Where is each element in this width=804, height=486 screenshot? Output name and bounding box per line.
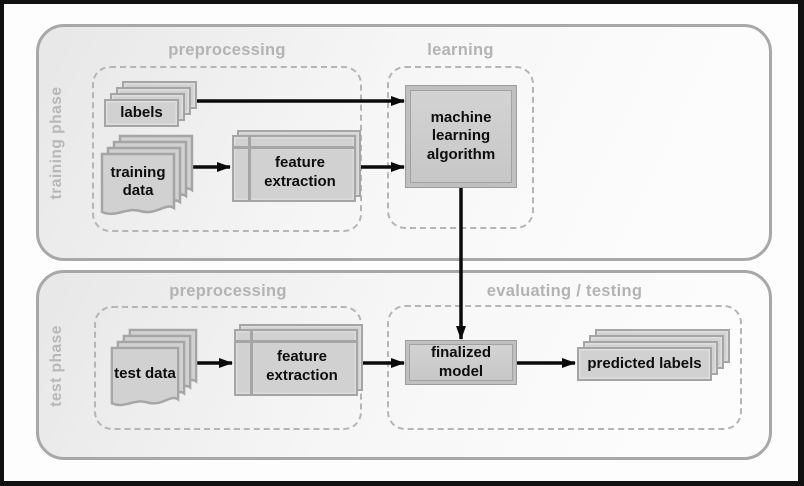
training-data-node-label: training data	[110, 163, 166, 199]
document-icon	[100, 152, 176, 218]
feature-extraction-training-node: feature extraction	[232, 130, 361, 202]
feature-extraction-training-label: feature extraction	[264, 154, 336, 190]
table-icon: feature extraction	[232, 135, 356, 202]
table-header-column	[250, 331, 253, 394]
evaluating-testing-group-label: evaluating / testing	[486, 282, 643, 300]
preprocessing-group-training	[92, 66, 362, 232]
feature-extraction-test-label: feature extraction	[266, 348, 338, 384]
stacked-card-icon	[104, 99, 179, 127]
evaluating-testing-group	[387, 305, 742, 430]
document-icon	[110, 346, 180, 409]
test-phase-label: test phase	[48, 325, 65, 407]
labels-node: labels	[104, 81, 198, 128]
finalized-model-label: finalized model	[430, 344, 491, 380]
table-header-row	[236, 340, 356, 343]
table-header-row	[234, 146, 354, 149]
learning-group-label: learning	[427, 41, 494, 59]
training-data-node: training data	[100, 134, 195, 218]
stacked-card-icon	[577, 347, 712, 381]
test-data-node-label: test data	[114, 364, 176, 382]
ml-algorithm-node: machine learning algorithm	[406, 86, 516, 187]
predicted-labels-node-label: predicted labels	[587, 354, 702, 372]
ml-algorithm-label: machine learning algorithm	[426, 109, 496, 163]
table-icon: feature extraction	[234, 329, 358, 396]
feature-extraction-test-node: feature extraction	[234, 324, 363, 396]
training-phase-label: training phase	[48, 86, 65, 200]
predicted-labels-node: predicted labels	[577, 329, 731, 382]
table-header-column	[248, 137, 251, 200]
labels-node-label: labels	[120, 103, 163, 121]
finalized-model-node: finalized model	[406, 341, 516, 384]
preprocessing-group-training-label: preprocessing	[168, 41, 286, 59]
test-data-node: test data	[110, 328, 199, 409]
preprocessing-group-test-label: preprocessing	[169, 282, 287, 300]
